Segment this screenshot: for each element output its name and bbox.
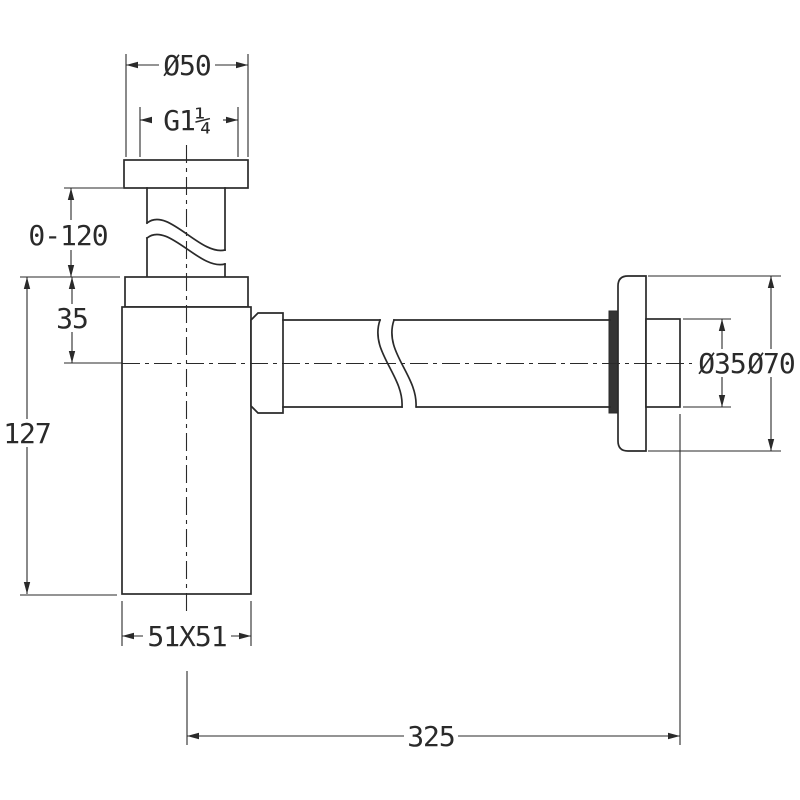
arrowhead bbox=[23, 582, 31, 594]
arrowhead bbox=[718, 319, 726, 331]
dim-wall-flange-diameter: Ø70 bbox=[648, 275, 796, 452]
dim-label-body-section: 51X51 bbox=[147, 620, 226, 653]
dim-label-inlet-depth: 35 bbox=[56, 302, 88, 335]
dim-body-height: 127 bbox=[3, 277, 117, 596]
arrowhead bbox=[122, 632, 134, 640]
wall-flange-plate bbox=[617, 275, 647, 452]
dim-horizontal-reach: 325 bbox=[186, 414, 681, 753]
centerlines bbox=[122, 145, 692, 612]
dim-outlet-tube-diameter: Ø35 bbox=[683, 318, 747, 408]
arrowhead bbox=[68, 277, 76, 289]
dim-inlet-depth: 35 bbox=[56, 277, 122, 364]
arrowhead bbox=[718, 395, 726, 407]
arrowhead bbox=[668, 732, 680, 740]
arrowhead bbox=[767, 276, 775, 288]
arrowhead bbox=[140, 116, 152, 124]
dim-label-adjustable-tail: 0-120 bbox=[28, 219, 107, 252]
trap-body bbox=[121, 276, 284, 595]
dim-label-thread-size: G1¼ bbox=[163, 104, 211, 137]
dim-label-body-height: 127 bbox=[3, 417, 51, 450]
break-wave-upper-2 bbox=[145, 233, 227, 266]
arrowhead bbox=[226, 116, 238, 124]
arrowhead bbox=[126, 61, 138, 69]
arrowhead bbox=[236, 61, 248, 69]
arrowhead bbox=[239, 632, 251, 640]
break-wave-upper-1 bbox=[145, 218, 227, 252]
dim-adjustable-tail: 0-120 bbox=[20, 187, 123, 278]
dim-label-top-flange-diameter: Ø50 bbox=[163, 49, 211, 82]
arrowhead bbox=[67, 265, 75, 277]
arrowhead bbox=[23, 277, 31, 289]
arrowhead bbox=[67, 188, 75, 200]
dim-body-section: 51X51 bbox=[121, 601, 252, 653]
dim-top-flange-diameter: Ø50 bbox=[125, 49, 249, 157]
arrowhead bbox=[767, 439, 775, 451]
dim-thread-size: G1¼ bbox=[139, 104, 239, 157]
dim-label-outlet-tube-diameter: Ø35 bbox=[698, 347, 746, 380]
dim-label-wall-flange-diameter: Ø70 bbox=[747, 347, 795, 380]
arrowhead bbox=[68, 351, 76, 363]
arrowhead bbox=[187, 732, 199, 740]
dim-label-horizontal-reach: 325 bbox=[407, 720, 455, 753]
